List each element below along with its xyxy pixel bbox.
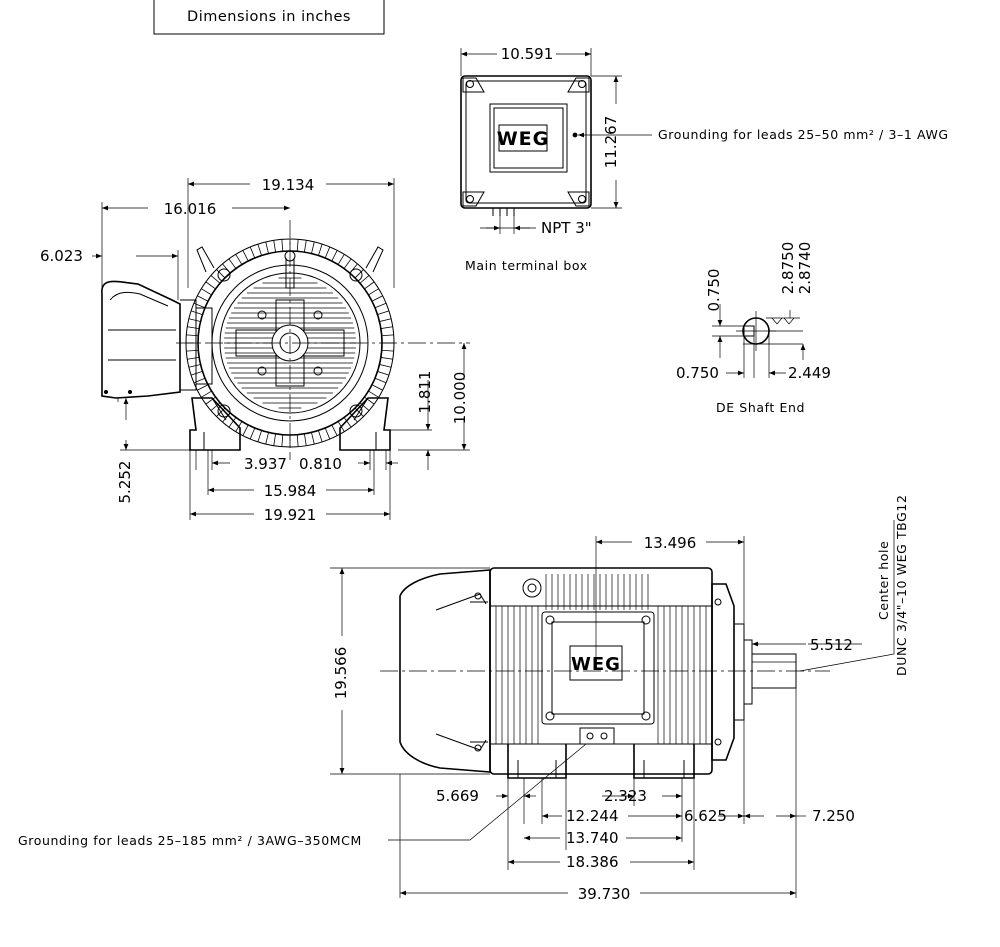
dim-13740: 13.740 [566,829,619,847]
dim-0810: 0.810 [299,455,342,473]
title-box: Dimensions in inches [153,0,385,35]
side-fan-cover [399,569,491,773]
side-lifting-eye [522,578,542,598]
side-grounding-pad [579,727,615,745]
shaft-end-caption: DE Shaft End [716,400,805,415]
grounding-point [572,132,578,138]
dim-5512: 5.512 [810,636,853,654]
dim-1811: 1.811 [416,371,434,414]
side-de-endshield [711,583,753,761]
dim-2323: 2.323 [604,787,647,805]
terminal-box-lugs [462,77,590,207]
dim-3937: 3.937 [244,455,287,473]
dim-12244: 12.244 [566,807,619,825]
dim-key-depth: 0.750 [705,269,723,312]
dim-6625: 6.625 [684,807,727,825]
dim-shaft-dia-min: 2.8740 [796,242,814,295]
dim-7250: 7.250 [812,807,855,825]
shaft-end-view: 2.8750 2.8740 0.750 0.750 2.449 DE Shaft… [676,242,831,415]
title-box-text: Dimensions in inches [187,9,351,25]
terminal-box-logo: WEG [497,128,550,150]
dim-10000: 10.000 [451,372,469,425]
weg-logo-box [498,124,548,152]
dim-terminal-height: 11.267 [602,116,620,169]
dim-terminal-width: 10.591 [501,45,554,63]
side-terminal-box-logo: WEG [571,654,621,675]
terminal-grounding-note: Grounding for leads 25–50 mm² / 3–1 AWG [658,127,949,142]
dim-19566: 19.566 [332,647,350,700]
center-hole-title: Center hole [876,541,891,620]
dim-16016: 16.016 [164,200,217,218]
front-lifting-eyes [196,246,384,273]
dim-18386: 18.386 [566,853,619,871]
center-hole-spec: DUNC 3/4"–10 WEG TBG12 [894,494,909,676]
dim-key-width: 0.750 [676,364,719,382]
dim-key-offset: 2.449 [788,364,831,382]
front-view: 19.134 16.016 6.023 10.000 1.811 5.252 3… [40,176,470,524]
terminal-box-view: WEG 10.591 11.267 Grounding for leads 25… [460,45,949,273]
dim-shaft-dia-max: 2.8750 [779,242,797,295]
dim-39730: 39.730 [578,885,631,903]
dim-5669: 5.669 [436,787,479,805]
side-terminal-box [541,611,655,725]
front-terminal-box [101,280,213,399]
side-grounding-note: Grounding for leads 25–185 mm² / 3AWG–35… [18,833,362,848]
dim-6023: 6.023 [40,247,83,265]
dim-19921: 19.921 [264,506,317,524]
npt-label: NPT 3" [541,219,592,237]
dim-15984: 15.984 [264,482,317,500]
terminal-box-caption: Main terminal box [465,258,588,273]
front-feet [189,397,391,451]
dim-19134: 19.134 [262,176,315,194]
dim-13496: 13.496 [644,534,697,552]
dim-5252: 5.252 [116,461,134,504]
side-view: WEG 13.496 19.566 5.512 [18,494,909,903]
terminal-box-outline [460,75,592,209]
